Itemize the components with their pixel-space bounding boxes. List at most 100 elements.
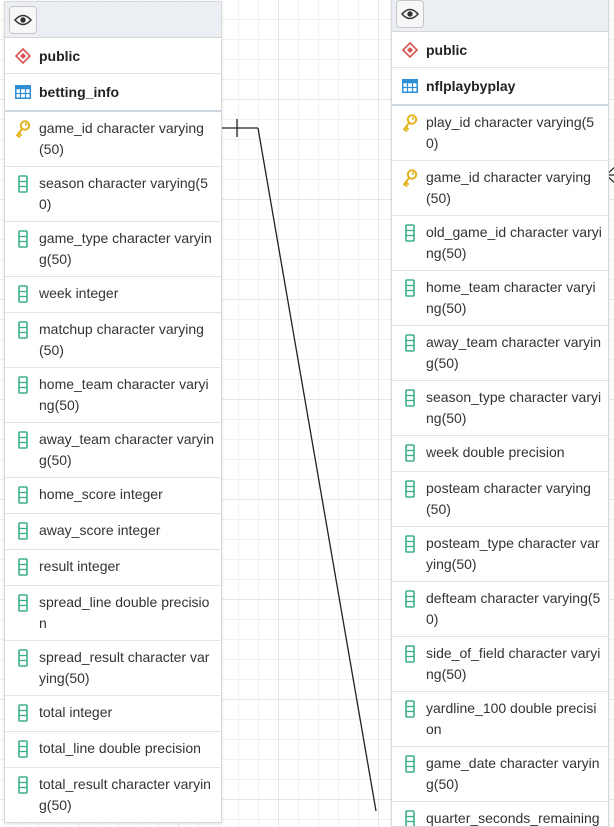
table-grid-icon — [15, 84, 31, 100]
column-icon — [15, 375, 31, 395]
column-label: total_line double precision — [39, 740, 201, 756]
column-row[interactable]: matchup character varying(50) — [5, 313, 221, 368]
column-row[interactable]: posteam_type character varying(50) — [392, 527, 608, 582]
column-row[interactable]: away_score integer — [5, 514, 221, 550]
column-row[interactable]: season character varying(50) — [5, 167, 221, 222]
schema-diamond-icon — [15, 47, 31, 64]
column-row[interactable]: away_team character varying(50) — [392, 326, 608, 381]
column-row[interactable]: away_team character varying(50) — [5, 423, 221, 478]
column-icon — [402, 223, 418, 243]
column-icon — [15, 485, 31, 505]
column-icon — [15, 174, 31, 194]
column-label: week double precision — [426, 444, 565, 460]
column-label: spread_line double precision — [39, 594, 210, 631]
relationship-line-diagonal — [257, 127, 377, 811]
column-row[interactable]: side_of_field character varying(50) — [392, 637, 608, 692]
column-icon — [402, 333, 418, 353]
schema-name: public — [39, 47, 81, 64]
column-label: old_game_id character varying(50) — [426, 224, 602, 261]
column-icon — [15, 430, 31, 450]
column-label: season character varying(50) — [39, 175, 208, 212]
column-label: week integer — [39, 285, 119, 301]
column-row[interactable]: spread_line double precision — [5, 586, 221, 641]
table-card-betting-info[interactable]: public betting_info game_id character va… — [4, 1, 222, 823]
eye-icon[interactable] — [9, 5, 37, 34]
column-row[interactable]: old_game_id character varying(50) — [392, 216, 608, 271]
column-label: game_date character varying(50) — [426, 755, 600, 792]
column-label: away_score integer — [39, 522, 161, 538]
table-card-nflplaybyplay[interactable]: public nflplaybyplay play_id character v… — [391, 0, 609, 827]
column-row[interactable]: season_type character varying(50) — [392, 381, 608, 436]
column-label: matchup character varying(50) — [39, 321, 204, 358]
column-label: game_type character varying(50) — [39, 230, 212, 267]
column-icon — [402, 589, 418, 609]
column-row[interactable]: total_line double precision — [5, 732, 221, 768]
column-label: home_team character varying(50) — [426, 279, 596, 316]
column-icon — [402, 278, 418, 298]
column-row[interactable]: play_id character varying(50) — [392, 106, 608, 161]
eye-icon[interactable] — [396, 0, 424, 28]
column-icon — [15, 593, 31, 613]
schema-row: public — [392, 32, 608, 68]
column-label: away_team character varying(50) — [426, 334, 602, 371]
column-label: game_id character varying(50) — [426, 169, 591, 206]
column-row[interactable]: defteam character varying(50) — [392, 582, 608, 637]
column-label: game_id character varying(50) — [39, 120, 204, 157]
column-icon — [15, 320, 31, 340]
column-icon — [402, 479, 418, 499]
column-icon — [15, 229, 31, 249]
column-row[interactable]: game_type character varying(50) — [5, 222, 221, 277]
column-label: away_team character varying(50) — [39, 431, 215, 468]
column-row[interactable]: game_date character varying(50) — [392, 747, 608, 802]
column-icon — [402, 644, 418, 664]
key-icon — [402, 113, 418, 133]
column-label: result integer — [39, 558, 120, 574]
column-label: season_type character varying(50) — [426, 389, 602, 426]
column-row[interactable]: total_result character varying(50) — [5, 768, 221, 822]
column-label: play_id character varying(50) — [426, 114, 595, 151]
column-label: posteam character varying(50) — [426, 480, 591, 517]
column-icon — [402, 388, 418, 408]
column-label: home_team character varying(50) — [39, 376, 209, 413]
column-icon — [402, 809, 418, 826]
column-row[interactable]: total integer — [5, 696, 221, 732]
column-row[interactable]: game_id character varying(50) — [5, 112, 221, 167]
column-row[interactable]: posteam character varying(50) — [392, 472, 608, 527]
column-icon — [15, 521, 31, 541]
column-row[interactable]: quarter_seconds_remaining — [392, 802, 608, 826]
table-name: betting_info — [39, 84, 120, 100]
column-row[interactable]: week double precision — [392, 436, 608, 472]
column-row[interactable]: home_team character varying(50) — [392, 271, 608, 326]
column-label: defteam character varying(50) — [426, 590, 601, 627]
column-row[interactable]: home_team character varying(50) — [5, 368, 221, 423]
column-label: spread_result character varying(50) — [39, 649, 210, 686]
key-icon — [15, 119, 31, 139]
table-name-row: betting_info — [5, 74, 221, 112]
column-icon — [15, 557, 31, 577]
column-icon — [402, 443, 418, 463]
table-toolbar — [392, 0, 608, 32]
column-label: total integer — [39, 704, 113, 720]
column-row[interactable]: spread_result character varying(50) — [5, 641, 221, 696]
column-icon — [15, 648, 31, 668]
column-label: home_score integer — [39, 486, 163, 502]
column-icon — [402, 699, 418, 719]
column-icon — [402, 534, 418, 554]
column-row[interactable]: result integer — [5, 550, 221, 586]
table-toolbar — [5, 2, 221, 38]
schema-name: public — [426, 41, 468, 58]
column-label: total_result character varying(50) — [39, 776, 211, 813]
column-label: side_of_field character varying(50) — [426, 645, 601, 682]
column-row[interactable]: yardline_100 double precision — [392, 692, 608, 747]
column-icon — [15, 703, 31, 723]
column-icon — [402, 754, 418, 774]
schema-diamond-icon — [402, 41, 418, 58]
column-icon — [15, 284, 31, 304]
table-grid-icon — [402, 78, 418, 94]
column-row[interactable]: home_score integer — [5, 478, 221, 514]
column-label: yardline_100 double precision — [426, 700, 597, 737]
key-icon — [402, 168, 418, 188]
column-row[interactable]: week integer — [5, 277, 221, 313]
schema-row: public — [5, 38, 221, 74]
column-row[interactable]: game_id character varying(50) — [392, 161, 608, 216]
